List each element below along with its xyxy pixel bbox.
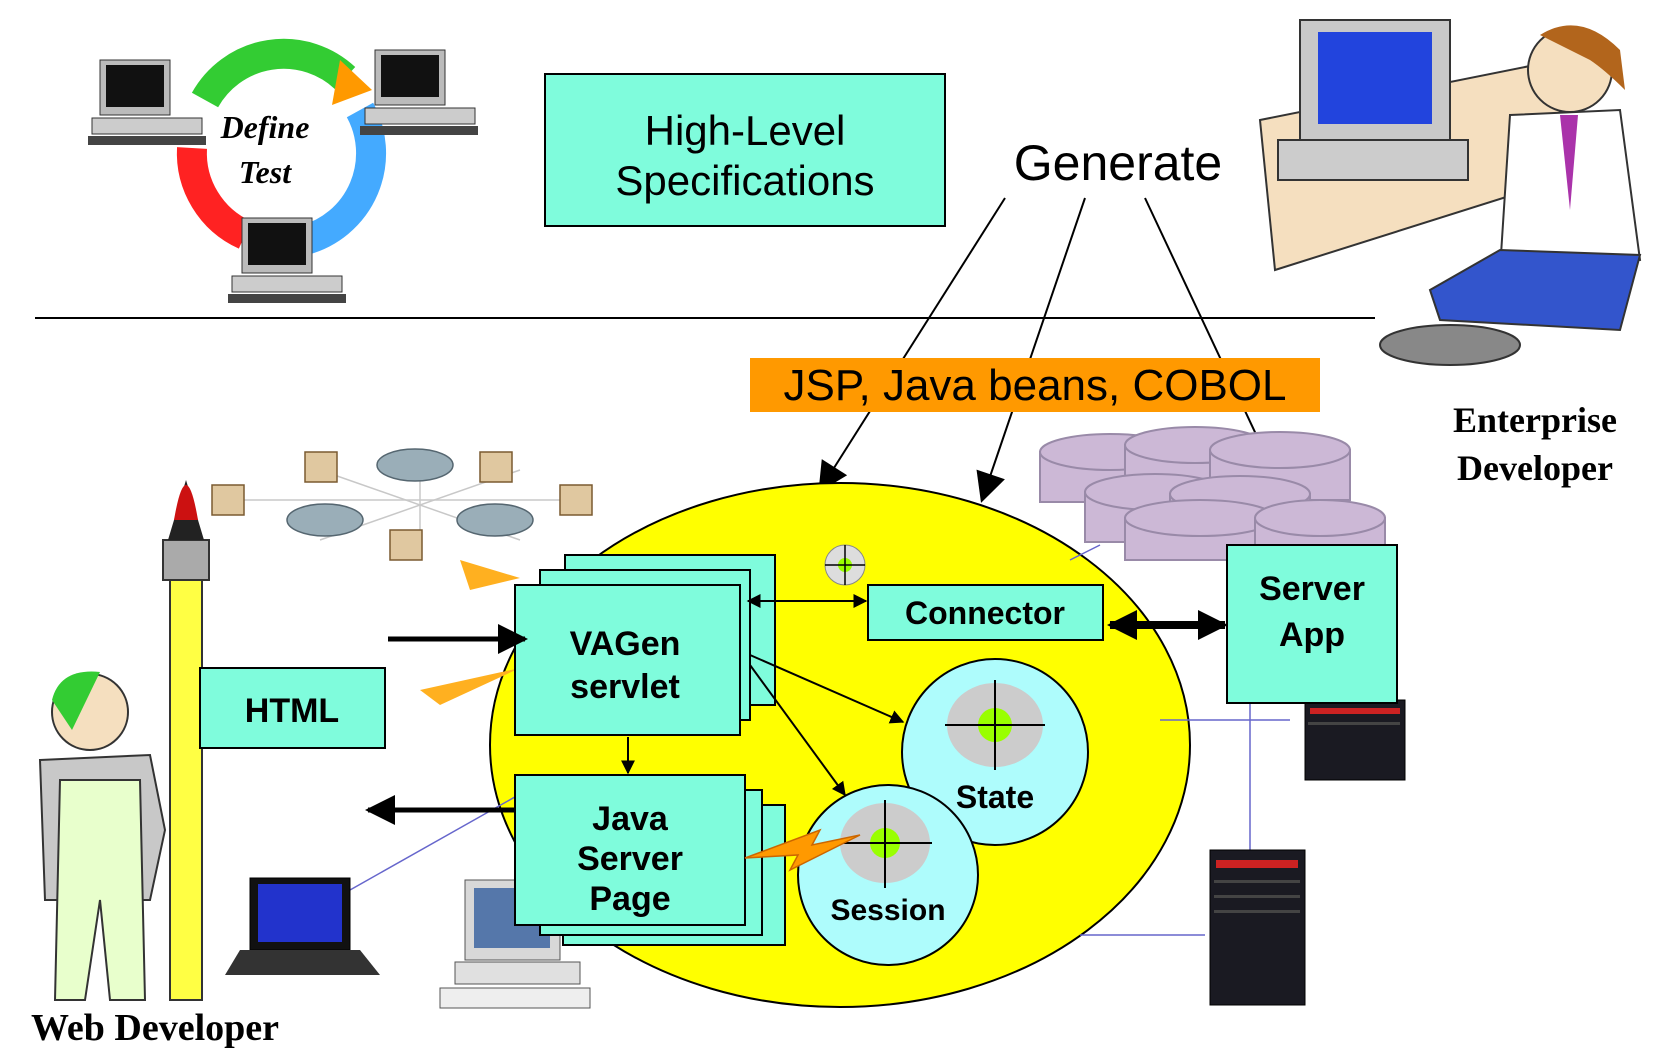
arrow-vagen-to-session — [749, 664, 846, 797]
web-developer-illustration — [38, 480, 210, 1001]
keyboard-shape — [1277, 139, 1469, 181]
generate-arrow-to-state — [976, 197, 1086, 503]
output-banner-text: JSP, Java beans, COBOL — [783, 361, 1286, 410]
html-label: HTML — [245, 692, 339, 730]
specifications-line2: Specifications — [615, 157, 874, 204]
vagen-label-line2: servlet — [570, 668, 680, 706]
brush-tip-paint — [174, 485, 198, 520]
network-cluster — [211, 448, 593, 561]
computer-icon — [88, 59, 206, 145]
server-app-line2: App — [1279, 616, 1345, 654]
enterprise-developer-line2: Developer — [1457, 448, 1613, 488]
arrow-vagen-to-state — [749, 654, 905, 724]
person-tie — [1560, 115, 1578, 210]
enterprise-developer-line1: Enterprise — [1453, 400, 1617, 440]
cycle-label-test: Test — [239, 154, 292, 190]
cycle-label-define: Define — [220, 109, 310, 145]
laptop-icon — [225, 877, 380, 975]
computer-icon — [228, 217, 346, 303]
specifications-line1: High-Level — [645, 107, 846, 154]
jsp-box — [514, 774, 746, 926]
generate-arrow-to-vagen — [818, 197, 1006, 493]
person-trousers — [1428, 248, 1642, 332]
cycle-arrowhead-orange — [332, 60, 372, 105]
connector-box — [867, 584, 1104, 641]
vagen-servlet-box — [514, 584, 741, 736]
target-icon — [824, 544, 866, 586]
person-hair — [1540, 25, 1625, 91]
developer-overalls — [53, 779, 147, 1001]
enterprise-developer-illustration — [1258, 19, 1642, 366]
vagen-label-line1: VAGen — [570, 625, 681, 663]
mainframe-icon — [1304, 699, 1406, 781]
brush-handle — [169, 559, 203, 1001]
state-label: State — [956, 779, 1034, 815]
web-developer-label: Web Developer — [31, 1007, 279, 1048]
define-test-cycle: Define Test — [88, 38, 478, 303]
chair-base — [1379, 324, 1521, 366]
connector-label: Connector — [905, 595, 1065, 631]
session-bubble: Session — [797, 784, 979, 966]
server-app-line1: Server — [1259, 570, 1365, 608]
html-box — [199, 667, 386, 749]
output-banner — [750, 358, 1320, 412]
mainframe-icon — [1209, 849, 1306, 1006]
generate-label: Generate — [1014, 135, 1222, 191]
spark-icon — [460, 560, 520, 590]
server-app-box — [1226, 544, 1398, 704]
spark-icon — [420, 668, 520, 705]
developer-hair — [52, 671, 100, 730]
monitor-screen — [1318, 32, 1432, 124]
jsp-label-line2: Server — [577, 840, 683, 878]
cycle-red-arc — [176, 147, 252, 249]
jsp-label-line1: Java — [592, 800, 669, 838]
lightning-icon — [744, 828, 861, 872]
session-label: Session — [830, 894, 945, 927]
specifications-box — [544, 73, 946, 227]
computer-icon — [360, 49, 478, 135]
brush-ferrule — [162, 539, 210, 581]
database-cluster — [1039, 426, 1386, 561]
cycle-green-arc — [191, 38, 356, 108]
state-bubble: State — [901, 658, 1089, 846]
jsp-label-line3: Page — [589, 880, 670, 918]
